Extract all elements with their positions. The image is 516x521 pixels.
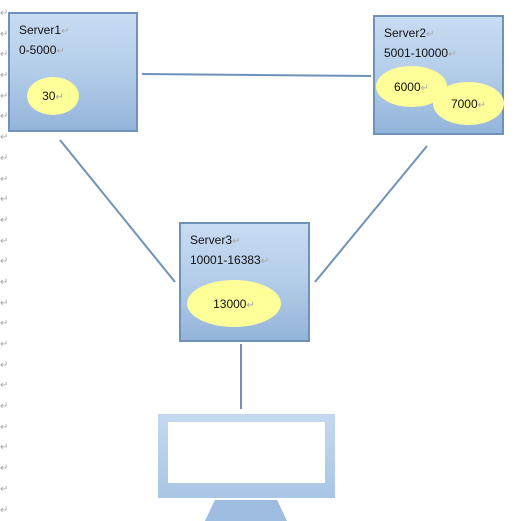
paragraph-mark: ↵ (0, 152, 9, 164)
paragraph-mark: ↵ (0, 463, 9, 475)
paragraph-mark: ↵ (0, 442, 9, 454)
paragraph-mark: ↵ (0, 194, 9, 206)
server1-name: Server1 (19, 23, 69, 37)
paragraph-mark: ↵ (0, 421, 9, 433)
paragraph-mark: ↵ (0, 297, 9, 309)
link-server1-server3 (59, 139, 176, 283)
paragraph-mark: ↵ (0, 173, 9, 185)
monitor-icon (158, 414, 335, 521)
paragraph-mark: ↵ (0, 70, 9, 82)
slot-label: 7000 (451, 97, 486, 111)
paragraph-mark: ↵ (0, 49, 9, 61)
slot-label: 6000 (394, 80, 429, 94)
monitor-frame (158, 414, 335, 498)
server3-slot-node: 13000 (187, 280, 281, 327)
server3-name: Server3 (190, 233, 240, 247)
paragraph-mark: ↵ (0, 359, 9, 371)
slot-label: 13000 (213, 297, 255, 311)
paragraph-mark: ↵ (0, 132, 9, 144)
monitor-screen (168, 422, 325, 483)
server2-slot-range: 5001-10000 (384, 46, 456, 60)
link-server2-server3 (314, 145, 428, 283)
paragraph-mark: ↵ (0, 380, 9, 392)
paragraph-mark: ↵ (0, 339, 9, 350)
paragraph-mark: ↵ (0, 8, 9, 19)
paragraph-mark: ↵ (0, 28, 9, 40)
slot-label: 30 (42, 89, 64, 103)
monitor-stand (205, 500, 287, 521)
paragraph-mark: ↵ (0, 214, 9, 226)
paragraph-mark: ↵ (0, 401, 9, 413)
server2-name: Server2 (384, 26, 434, 40)
link-server1-server2 (141, 73, 372, 77)
server3-slot-range: 10001-16383 (190, 253, 269, 267)
paragraph-mark: ↵ (0, 235, 9, 247)
server1-slot-node: 30 (27, 77, 79, 115)
paragraph-mark: ↵ (0, 256, 9, 268)
paragraph-mark: ↵ (0, 90, 9, 102)
paragraph-mark: ↵ (0, 504, 9, 516)
paragraph-marks-column: ↵ ↵ ↵ ↵ ↵ ↵ ↵ ↵ ↵ ↵ ↵ ↵ ↵ ↵ ↵ ↵ ↵ ↵ ↵ ↵ ↵ ↵ ↵ ↵ ↵ (0, 4, 12, 521)
paragraph-mark: ↵ (0, 276, 9, 288)
paragraph-mark: ↵ (0, 111, 9, 123)
paragraph-mark: ↵ (0, 318, 9, 330)
server2-slot-node: 7000 (433, 82, 504, 125)
server1-box: Server1 0-5000 (8, 12, 138, 132)
server1-slot-range: 0-5000 (19, 43, 65, 57)
paragraph-mark: ↵ (0, 483, 9, 495)
